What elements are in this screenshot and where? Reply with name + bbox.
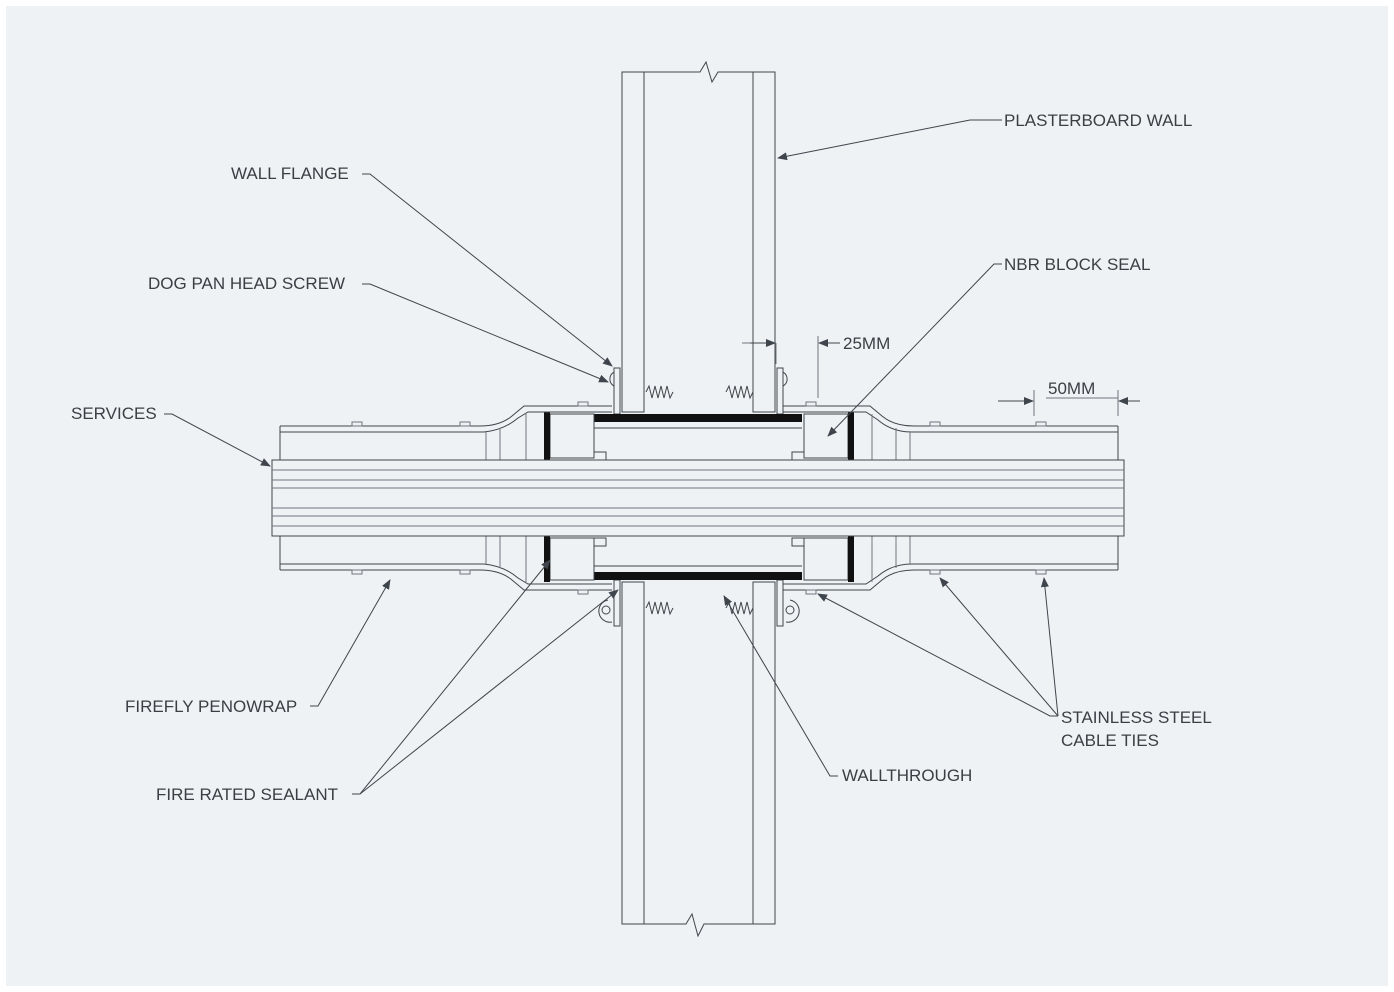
cable-ties [351,401,1047,595]
label-services: SERVICES [71,404,157,423]
dimension-25mm [742,336,840,398]
plasterboard-wall [621,60,776,938]
nbr-block-seals [544,412,854,582]
dimension-50mm [998,390,1140,416]
label-firefly-penowrap: FIREFLY PENOWRAP [125,697,298,716]
label-cable-ties: CABLE TIES [1061,731,1159,750]
label-dimension-25mm: 25MM [843,334,891,353]
leader-lines [164,119,1059,795]
wallthrough-sleeve [594,414,802,580]
diagram-panel [6,6,1388,986]
label-stainless-steel: STAINLESS STEEL [1061,708,1212,727]
firefly-penowrap [279,405,1119,591]
label-dimension-50mm: 50MM [1048,379,1096,398]
label-fire-rated-sealant: FIRE RATED SEALANT [156,785,338,804]
label-plasterboard-wall: PLASTERBOARD WALL [1004,111,1193,130]
services-pipe [271,459,1125,537]
label-dog-pan-head-screw: DOG PAN HEAD SCREW [148,274,346,293]
label-wall-flange: WALL FLANGE [231,164,349,183]
label-wallthrough: WALLTHROUGH [842,766,973,785]
label-nbr-block-seal: NBR BLOCK SEAL [1004,255,1151,274]
wall-flanges [598,367,800,627]
